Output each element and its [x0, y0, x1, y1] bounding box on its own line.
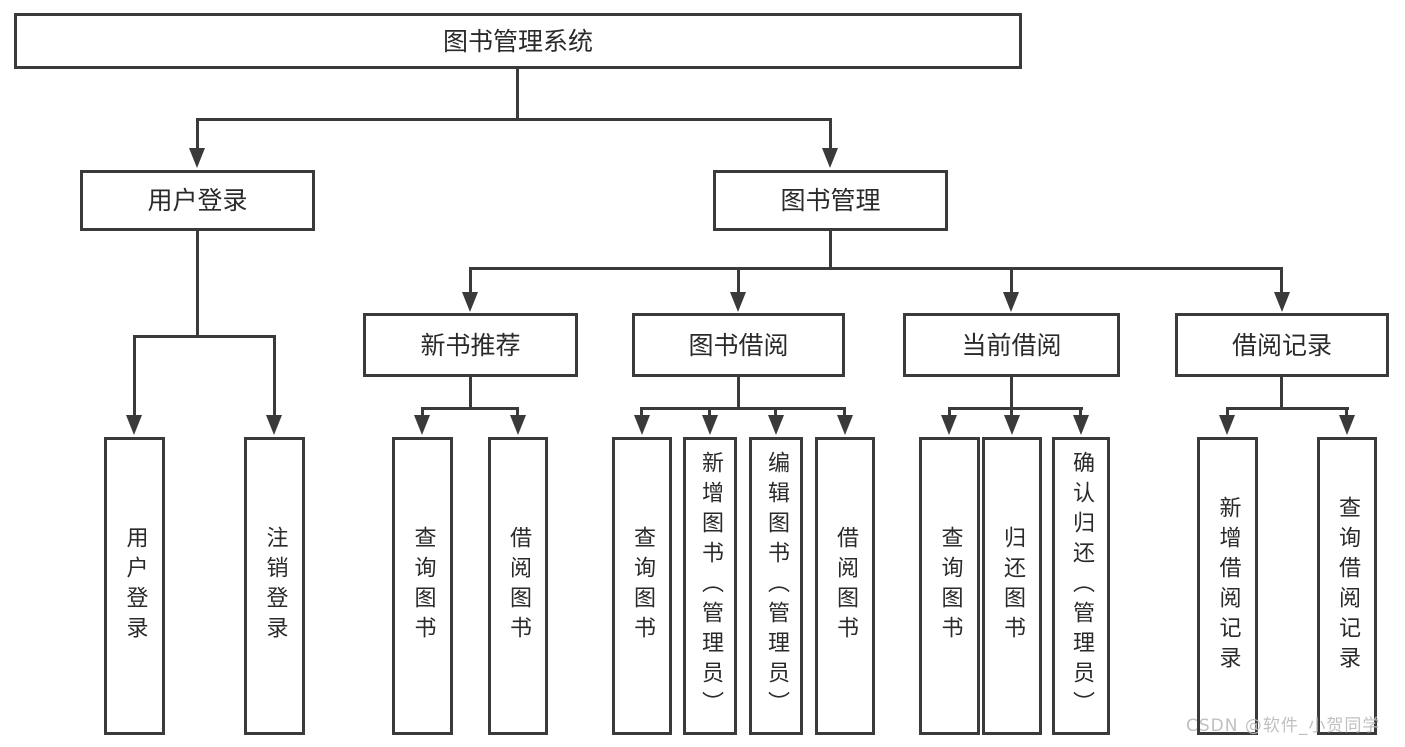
leaf-confirm-return-admin-label: 确认归还（管理员） [1069, 451, 1094, 721]
leaf-return-books: 归还图书 [982, 437, 1042, 735]
leaf-query-books-recommend-label: 查询图书 [410, 526, 436, 646]
leaf-borrow-books-recommend-label: 借阅图书 [506, 526, 531, 646]
connector-line [1010, 375, 1013, 410]
connector-line [1280, 375, 1283, 410]
leaf-query-books-recommend: 查询图书 [392, 437, 453, 735]
connector-line [640, 407, 643, 417]
arrow-down-icon [1073, 415, 1089, 435]
node-borrowing-records-label: 借阅记录 [1231, 330, 1332, 360]
node-user-login-label: 用户登录 [147, 186, 248, 215]
arrow-down-icon [941, 415, 957, 435]
connector-line [469, 267, 1283, 270]
node-new-book-recommend: 新书推荐 [363, 313, 578, 377]
connector-line [829, 229, 832, 270]
connector-line [196, 118, 832, 121]
leaf-edit-books-admin: 编辑图书（管理员） [749, 437, 803, 735]
arrow-down-icon [768, 415, 784, 435]
leaf-query-books-borrow-label: 查询图书 [630, 526, 655, 646]
leaf-query-borrow-record: 查询借阅记录 [1317, 437, 1377, 735]
connector-line [829, 118, 832, 151]
leaf-edit-books-admin-label: 编辑图书（管理员） [764, 451, 789, 721]
leaf-query-books-current-label: 查询图书 [937, 526, 963, 646]
connector-line [1010, 407, 1013, 417]
connector-line [1226, 407, 1349, 410]
arrow-down-icon [1274, 292, 1290, 312]
connector-line [737, 267, 740, 294]
leaf-logout-label: 注销登录 [262, 526, 288, 646]
connector-line [948, 407, 1083, 410]
connector-line [196, 229, 199, 338]
leaf-borrow-books-label: 借阅图书 [833, 526, 858, 646]
leaf-add-borrow-record-label: 新增借阅记录 [1215, 496, 1241, 676]
csdn-watermark: CSDN @软件_小贺同学 [1186, 716, 1381, 736]
connector-line [516, 407, 519, 417]
node-book-management: 图书管理 [713, 170, 948, 231]
arrow-down-icon [1004, 415, 1020, 435]
arrow-down-icon [837, 415, 853, 435]
arrow-down-icon [189, 148, 205, 168]
node-library-system-label: 图书管理系统 [442, 26, 593, 56]
leaf-add-books-admin: 新增图书（管理员） [683, 437, 737, 735]
connector-line [774, 407, 777, 417]
node-user-login: 用户登录 [80, 170, 315, 231]
connector-line [469, 267, 472, 294]
connector-line [843, 407, 846, 417]
leaf-user-login: 用户登录 [104, 437, 165, 735]
connector-line [133, 335, 276, 338]
arrow-down-icon [1339, 415, 1355, 435]
arrow-down-icon [462, 292, 478, 312]
node-library-system: 图书管理系统 [14, 13, 1022, 69]
leaf-return-books-label: 归还图书 [1000, 526, 1025, 646]
node-book-borrowing: 图书借阅 [632, 313, 845, 377]
connector-line [421, 407, 519, 410]
arrow-down-icon [634, 415, 650, 435]
node-book-management-label: 图书管理 [780, 186, 881, 215]
connector-line [1226, 407, 1229, 417]
leaf-borrow-books-recommend: 借阅图书 [488, 437, 548, 735]
leaf-query-books-borrow: 查询图书 [612, 437, 672, 735]
arrow-down-icon [1219, 415, 1235, 435]
node-current-borrowing-label: 当前借阅 [961, 330, 1062, 360]
arrow-down-icon [510, 415, 526, 435]
node-borrowing-records: 借阅记录 [1175, 313, 1389, 377]
connector-line [708, 407, 711, 417]
arrow-down-icon [822, 148, 838, 168]
arrow-down-icon [126, 415, 142, 435]
leaf-logout: 注销登录 [244, 437, 305, 735]
leaf-query-borrow-record-label: 查询借阅记录 [1335, 496, 1360, 676]
connector-line [133, 335, 136, 417]
arrow-down-icon [1003, 292, 1019, 312]
node-book-borrowing-label: 图书借阅 [688, 330, 789, 360]
leaf-add-borrow-record: 新增借阅记录 [1197, 437, 1258, 735]
leaf-add-books-admin-label: 新增图书（管理员） [698, 451, 723, 721]
node-new-book-recommend-label: 新书推荐 [420, 330, 521, 360]
arrow-down-icon [266, 415, 282, 435]
leaf-query-books-current: 查询图书 [919, 437, 980, 735]
arrow-down-icon [702, 415, 718, 435]
leaf-borrow-books: 借阅图书 [815, 437, 875, 735]
connector-line [948, 407, 951, 417]
connector-line [516, 67, 519, 120]
connector-line [1010, 267, 1013, 294]
leaf-confirm-return-admin: 确认归还（管理员） [1052, 437, 1110, 735]
connector-line [273, 335, 276, 417]
connector-line [469, 375, 472, 410]
arrow-down-icon [730, 292, 746, 312]
connector-line [421, 407, 424, 417]
arrow-down-icon [414, 415, 430, 435]
connector-line [1079, 407, 1082, 417]
connector-line [1280, 267, 1283, 294]
connector-line [196, 118, 199, 151]
node-current-borrowing: 当前借阅 [903, 313, 1120, 377]
connector-line [1345, 407, 1348, 417]
leaf-user-login-label: 用户登录 [122, 526, 148, 646]
connector-line [737, 375, 740, 410]
connector-line [640, 407, 846, 410]
